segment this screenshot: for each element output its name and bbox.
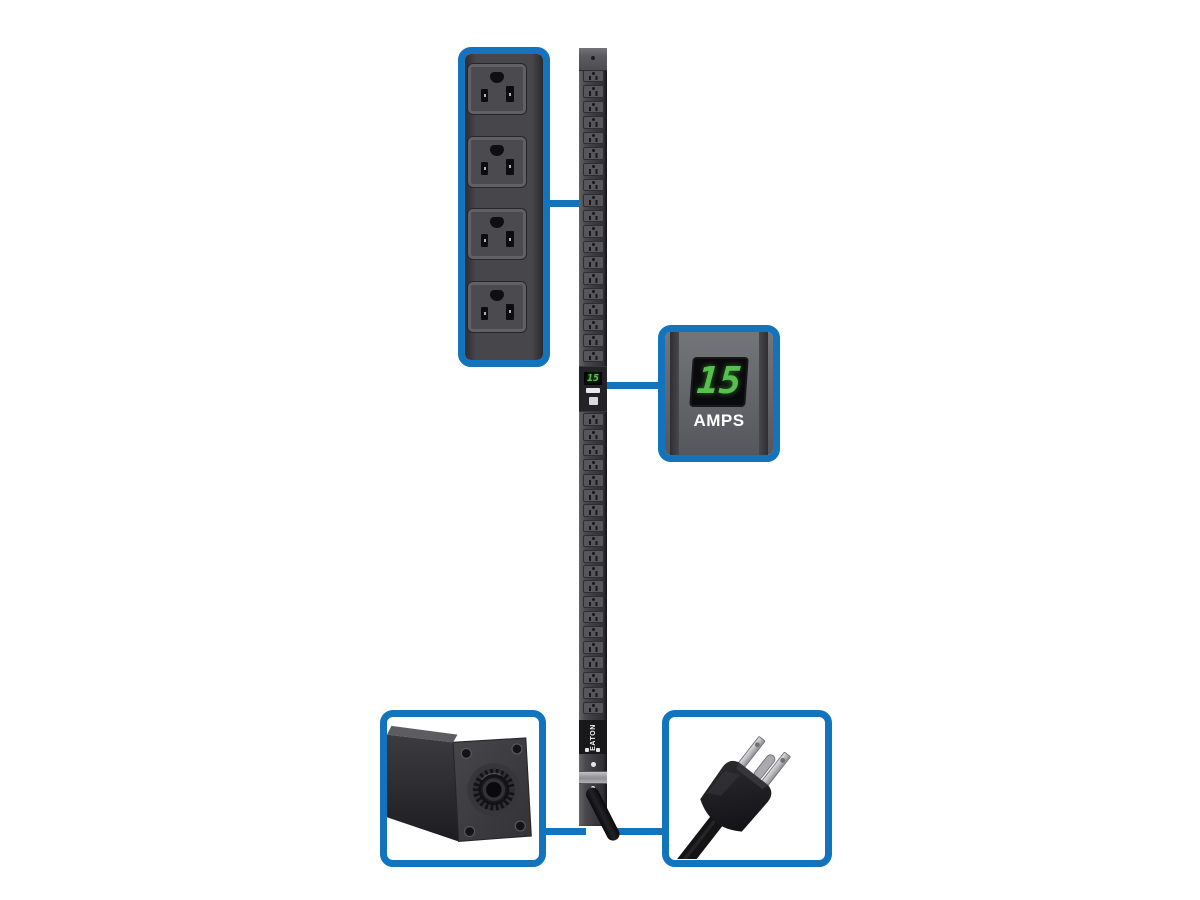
outlet-socket (582, 209, 604, 223)
outlet-socket (582, 534, 604, 548)
outlet-module (468, 209, 526, 259)
outlet-socket (582, 565, 604, 578)
outlet-socket (582, 458, 604, 472)
outlet-socket (582, 474, 604, 487)
ground-hole-icon (490, 72, 504, 83)
outlet-socket (582, 69, 604, 83)
outlet-socket (582, 240, 604, 254)
outlet-socket (582, 272, 604, 285)
outlet-socket (582, 504, 604, 517)
blade-slot-icon (506, 86, 514, 102)
mini-meter-sticker (588, 397, 598, 405)
outlet-socket (582, 413, 604, 426)
pdu-strip: 15 EATON (579, 48, 607, 826)
outlet-socket (582, 671, 604, 685)
callout-outlet-detail (458, 47, 550, 367)
outlet-socket (582, 443, 604, 457)
blade-slot-icon (481, 234, 488, 247)
mini-meter-label-plate (586, 388, 600, 393)
outlet-socket (582, 519, 604, 533)
power-plug-icon (669, 736, 791, 859)
blade-slot-icon (481, 306, 488, 320)
connector-line-outlet-callout (533, 200, 581, 207)
mini-meter-value: 15 (586, 373, 600, 384)
brand-label: EATON (589, 723, 597, 751)
outlet-socket (582, 334, 604, 347)
blade-slot-icon (481, 161, 488, 175)
outlet-socket (582, 550, 604, 563)
callout-bar-end (380, 710, 546, 867)
indicator-dot-icon (596, 748, 600, 752)
blade-slot-icon (506, 158, 514, 175)
outlet-socket (582, 701, 604, 715)
outlet-socket (582, 178, 604, 192)
callout-digital-meter: 15 AMPS (658, 325, 780, 462)
meter-housing: 15 AMPS (665, 332, 773, 455)
outlet-socket (582, 163, 604, 176)
outlet-socket (582, 595, 604, 609)
connector-line-meter-callout (604, 382, 660, 389)
outlet-socket (582, 686, 604, 700)
screw-icon (590, 762, 596, 767)
outlet-socket (582, 656, 604, 669)
outlet-socket (582, 318, 604, 332)
outlet-socket (582, 303, 604, 316)
blade-slot-icon (481, 89, 488, 102)
corner-screw-icon (460, 743, 526, 838)
bar-end-breaker-knob-icon (387, 725, 532, 843)
outlet-socket (582, 349, 604, 363)
outlet-socket (582, 256, 604, 269)
amps-unit-label: AMPS (693, 411, 745, 430)
outlet-module (468, 136, 526, 187)
indicator-dot-icon (585, 748, 589, 752)
outlet-socket (582, 641, 604, 654)
outlet-socket (582, 489, 604, 502)
outlet-socket (582, 428, 604, 442)
meter-housing-edge (670, 332, 679, 455)
outlet-socket (582, 625, 604, 639)
outlet-socket (582, 100, 604, 114)
blade-slot-icon (506, 231, 514, 247)
blade-slot-icon (506, 303, 514, 320)
outlet-socket (582, 580, 604, 593)
breaker-knob-icon (467, 763, 521, 817)
outlet-socket (582, 85, 604, 98)
brand-panel: EATON (579, 720, 607, 754)
led-amp-display: 15 (689, 357, 749, 407)
outlet-socket (582, 610, 604, 624)
mini-meter-display: 15 (584, 372, 602, 385)
outlet-module (468, 281, 526, 332)
pdu-outlet-bank-bottom (579, 412, 607, 716)
connector-line-plug-callout (617, 828, 664, 835)
pdu-outlet-bank-top (579, 68, 607, 364)
outlet-module-strip (465, 54, 543, 360)
outlet-socket (582, 116, 604, 129)
meter-housing-edge (759, 332, 768, 455)
outlet-socket (582, 287, 604, 301)
amp-value: 15 (695, 359, 743, 402)
ground-hole-icon (490, 144, 504, 156)
ground-hole-icon (490, 289, 504, 301)
callout-power-plug (662, 710, 832, 867)
outlet-socket (582, 194, 604, 207)
outlet-socket (582, 131, 604, 145)
cord-retention-band (579, 771, 607, 784)
pdu-mini-meter: 15 (579, 366, 607, 412)
cap-screw-icon (591, 56, 595, 60)
connector-line-bar-end-callout (529, 828, 586, 835)
outlet-socket (582, 147, 604, 160)
outlet-module (468, 64, 526, 114)
ground-hole-icon (490, 217, 504, 228)
outlet-socket (582, 225, 604, 238)
plug-blade (738, 736, 766, 768)
